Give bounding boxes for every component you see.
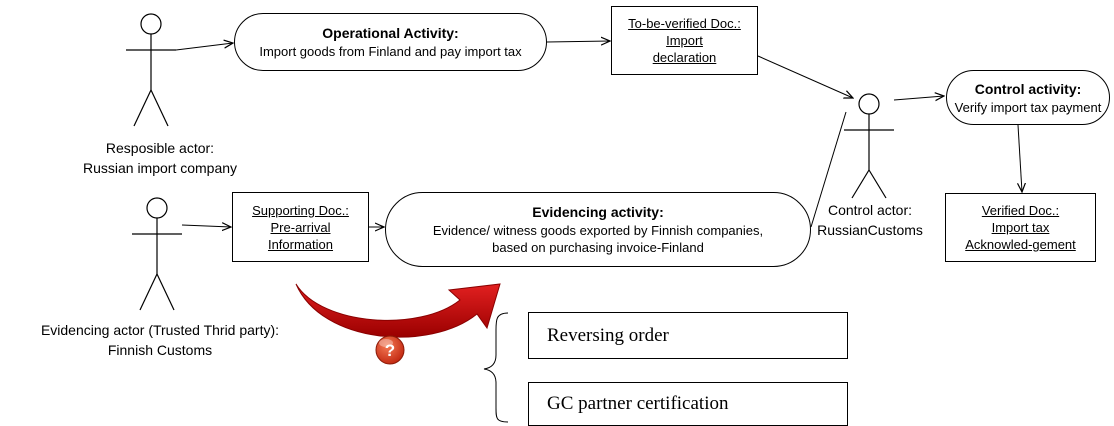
line-evidencing-to-control-actor bbox=[810, 111, 847, 228]
to-be-verified-doc-label: To-be-verified Doc.: bbox=[628, 16, 741, 31]
arrow-control-actor-to-control-activity bbox=[893, 96, 944, 100]
to-be-verified-doc-name1: Import bbox=[666, 33, 703, 48]
operational-activity-title: Operational Activity: bbox=[322, 25, 459, 41]
to-be-verified-doc-box: To-be-verified Doc.: Import declaration bbox=[611, 6, 758, 75]
reversing-order-option: Reversing order bbox=[528, 312, 848, 359]
question-mark-icon: ? bbox=[375, 335, 405, 365]
evidencing-activity-line1: Evidence/ witness goods exported by Finn… bbox=[432, 223, 764, 238]
supporting-doc-name2: Information bbox=[267, 236, 334, 252]
russian-customs-role: Control actor: bbox=[827, 202, 913, 218]
control-activity-title: Control activity: bbox=[974, 80, 1082, 97]
import-company-role: Resposible actor: bbox=[105, 140, 215, 156]
supporting-doc-box: Supporting Doc.: Pre-arrival Information bbox=[232, 192, 369, 262]
reverse-order-arrow-icon bbox=[295, 283, 501, 338]
operational-activity-node: Operational Activity: Import goods from … bbox=[234, 13, 547, 71]
verified-doc-label: Verified Doc.: bbox=[981, 203, 1060, 218]
russian-customs-actor-label: Control actor: RussianCustoms bbox=[800, 200, 940, 240]
svg-text:?: ? bbox=[385, 341, 395, 360]
operational-activity-text: Import goods from Finland and pay import… bbox=[259, 44, 522, 59]
flow-connectors bbox=[175, 41, 1022, 228]
arrow-import-decl-to-control-actor bbox=[757, 55, 853, 98]
arrow-customs-to-supporting-doc bbox=[181, 225, 231, 227]
control-activity-node: Control activity: Verify import tax paym… bbox=[946, 70, 1110, 125]
control-activity-text: Verify import tax payment bbox=[954, 99, 1102, 115]
russian-customs-name: RussianCustoms bbox=[817, 222, 923, 238]
finnish-customs-role: Evidencing actor (Trusted Thrid party): bbox=[40, 322, 280, 338]
arrow-control-activity-to-verified-doc bbox=[1018, 124, 1022, 192]
options-brace-icon bbox=[483, 312, 509, 423]
finnish-customs-name: Finnish Customs bbox=[107, 342, 213, 358]
arrow-actor-to-operational bbox=[175, 43, 233, 51]
gc-certification-option: GC partner certification bbox=[528, 382, 848, 426]
verified-doc-box: Verified Doc.: Import tax Acknowled-geme… bbox=[945, 193, 1096, 262]
import-company-actor-icon bbox=[126, 13, 176, 127]
verified-doc-name1: Import tax bbox=[991, 220, 1050, 235]
import-company-name: Russian import company bbox=[82, 160, 238, 176]
evidencing-activity-line2: based on purchasing invoice-Finland bbox=[492, 240, 704, 255]
verified-doc-name2: Acknowled-gement bbox=[965, 237, 1076, 252]
finnish-customs-actor-label: Evidencing actor (Trusted Thrid party): … bbox=[0, 320, 320, 360]
to-be-verified-doc-name2: declaration bbox=[652, 50, 717, 65]
evidencing-activity-title: Evidencing activity: bbox=[532, 204, 664, 220]
import-company-actor-label: Resposible actor: Russian import company bbox=[60, 138, 260, 178]
russian-customs-actor-icon bbox=[844, 93, 894, 199]
supporting-doc-name1: Pre-arrival bbox=[270, 219, 331, 235]
arrow-operational-to-import-decl bbox=[546, 41, 610, 42]
evidencing-activity-node: Evidencing activity: Evidence/ witness g… bbox=[385, 192, 811, 267]
finnish-customs-actor-icon bbox=[132, 197, 182, 311]
supporting-doc-label: Supporting Doc.: bbox=[252, 202, 349, 218]
